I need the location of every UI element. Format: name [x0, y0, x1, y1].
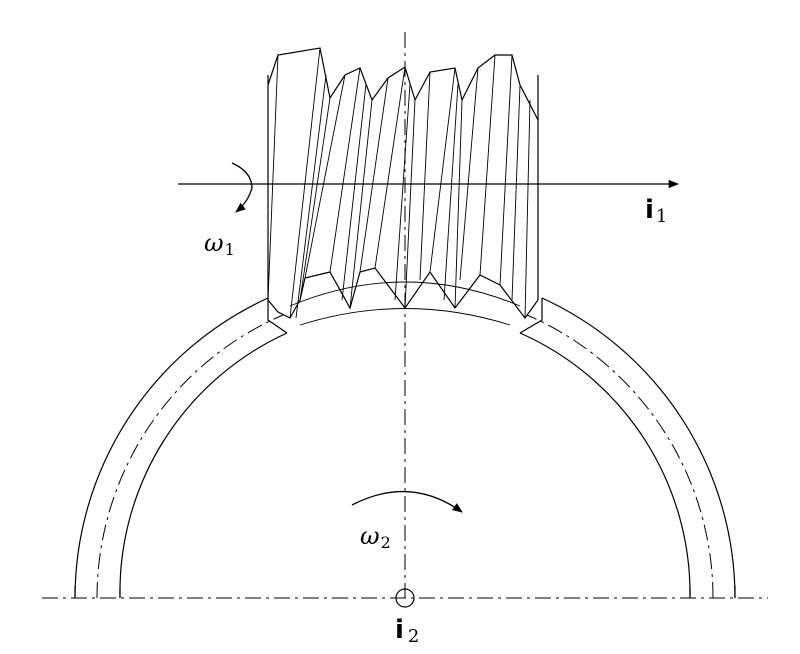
omega1-rotation-arrow: [231, 162, 253, 213]
omega2-label: ω2: [360, 522, 391, 552]
wheel-pitch-circle-right: [526, 314, 714, 599]
worm-top-crests: [267, 47, 539, 121]
wheel-inner-rim-right: [519, 332, 691, 599]
omega2-rotation-arrow: [351, 490, 463, 513]
wheel-outer-rim-left: [74, 297, 269, 599]
wheel-outer-rim-right: [541, 297, 736, 599]
worm-bottom-roots: [267, 267, 539, 320]
wheel-addendum-arc: [289, 281, 521, 307]
wheel-shoulder-right: [519, 298, 543, 334]
wheel-pitch-circle-left: [96, 314, 284, 599]
i2-axis-circle: [395, 588, 415, 608]
wheel-shoulder-left: [267, 298, 288, 334]
wheel-inner-rim-left: [119, 332, 288, 599]
worm-thread-flanks: [267, 47, 531, 319]
worm: [267, 47, 539, 320]
omega1-label: ω1: [204, 229, 235, 259]
